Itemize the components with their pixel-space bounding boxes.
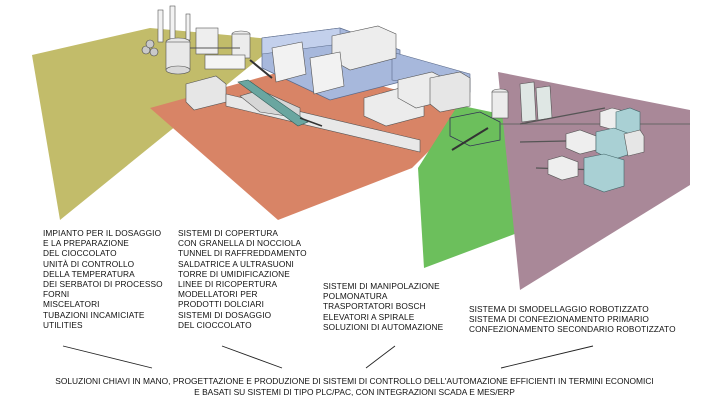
footer-line-2: E BASATI SU SISTEMI DI TIPO PLC/PAC, CON… — [194, 386, 515, 397]
label-line: MODELLATORI PER — [178, 289, 258, 300]
footer-summary: SOLUZIONI CHIAVI IN MANO, PROGETTAZIONE … — [0, 376, 709, 397]
label-line: LINEE DI RICOPERTURA — [178, 279, 278, 290]
label-line: DEI SERBATOI DI PROCESSO — [43, 279, 163, 290]
label-line: SOLUZIONI DI AUTOMAZIONE — [323, 321, 444, 332]
label-line: TRASPORTATORI BOSCH — [323, 301, 426, 312]
coating-machinery — [185, 25, 471, 153]
label-line: POLMONATURA — [323, 291, 388, 302]
label-line: MISCELATORI — [43, 299, 100, 310]
label-line: E LA PREPARAZIONE — [43, 238, 129, 249]
label-line: DEL CIOCCOLATO — [43, 248, 117, 259]
label-line: IMPIANTO PER IL DOSAGGIO — [43, 228, 162, 238]
label-line: SISTEMI DI COPERTURA — [178, 228, 279, 238]
label-line: ELEVATORI A SPIRALE — [323, 311, 415, 322]
handling-machinery — [449, 81, 690, 151]
label-chocolate-systems: IMPIANTO PER IL DOSAGGIO E LA PREPARAZIO… — [43, 228, 163, 330]
chocolate-machinery — [141, 5, 273, 79]
zone-chocolate-preparation — [32, 28, 282, 220]
label-line: TUBAZIONI INCAMICIATE — [43, 309, 145, 320]
label-line: PRODOTTI DOLCIARI — [178, 299, 265, 310]
connector-line-1 — [62, 345, 153, 369]
label-line: SISTEMA DI SMODELLAGGIO ROBOTIZZATO — [469, 304, 649, 314]
connector-line-2 — [221, 345, 283, 369]
label-handling-systems: SISTEMI DI MANIPOLAZIONE POLMONATURA TRA… — [323, 281, 443, 332]
packaging-machinery — [519, 107, 645, 193]
label-line: SISTEMI DI DOSAGGIO — [178, 309, 272, 320]
label-line: SISTEMA DI CONFEZIONAMENTO PRIMARIO — [469, 314, 649, 325]
label-packaging-systems: SISTEMA DI SMODELLAGGIO ROBOTIZZATO SIST… — [469, 304, 676, 335]
label-line: CONFEZIONAMENTO SECONDARIO ROBOTIZZATO — [469, 324, 676, 335]
label-line: FORNI — [43, 289, 70, 300]
connector-line-4 — [500, 345, 594, 369]
label-line: SALDATRICE A ULTRASUONI — [178, 258, 294, 269]
footer-line-1: SOLUZIONI CHIAVI IN MANO, PROGETTAZIONE … — [55, 376, 654, 386]
label-line: DEL CIOCCOLATO — [178, 319, 252, 330]
label-line: TORRE DI UMIDIFICAZIONE — [178, 268, 290, 279]
label-line: DELLA TEMPERATURA — [43, 268, 135, 279]
label-line: UNITÀ DI CONTROLLO — [43, 258, 135, 269]
label-line: UTILITIES — [43, 319, 83, 330]
label-coating-systems: SISTEMI DI COPERTURA CON GRANELLA DI NOC… — [178, 228, 307, 330]
label-line: CON GRANELLA DI NOCCIOLA — [178, 238, 302, 249]
label-line: SISTEMI DI MANIPOLAZIONE — [323, 281, 440, 291]
label-line: TUNNEL DI RAFFREDDAMENTO — [178, 248, 307, 259]
connector-line-3 — [365, 345, 396, 369]
zone-handling-systems — [418, 105, 520, 268]
